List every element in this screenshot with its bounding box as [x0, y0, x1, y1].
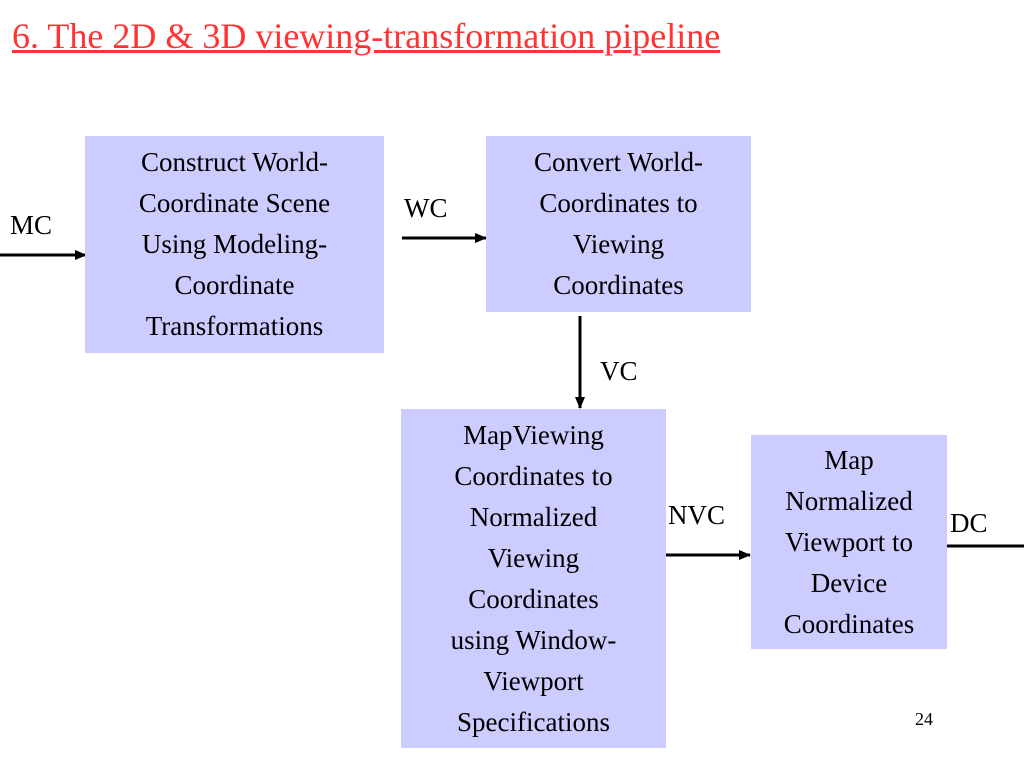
box-map-normalized: Map Normalized Viewport to Device Coordi… [751, 435, 947, 649]
label-vc: VC [600, 356, 638, 386]
label-dc: DC [950, 508, 988, 538]
box-map-viewing: MapViewing Coordinates to Normalized Vie… [401, 409, 666, 748]
label-mc: MC [10, 210, 53, 240]
label-wc: WC [404, 193, 448, 223]
label-nvc: NVC [668, 500, 726, 530]
slide-title: 6. The 2D & 3D viewing-transformation pi… [12, 16, 721, 56]
box-construct-scene: Construct World- Coordinate Scene Using … [85, 136, 384, 353]
box-map-normalized-text: Map Normalized Viewport to Device Coordi… [783, 444, 915, 639]
box-convert-world-text: Convert World- Coordinates to Viewing Co… [533, 147, 704, 300]
page-number: 24 [915, 709, 933, 729]
box-convert-world: Convert World- Coordinates to Viewing Co… [486, 136, 751, 312]
box-map-viewing-text: MapViewing Coordinates to Normalized Vie… [450, 419, 617, 737]
box-construct-scene-text: Construct World- Coordinate Scene Using … [138, 147, 331, 341]
